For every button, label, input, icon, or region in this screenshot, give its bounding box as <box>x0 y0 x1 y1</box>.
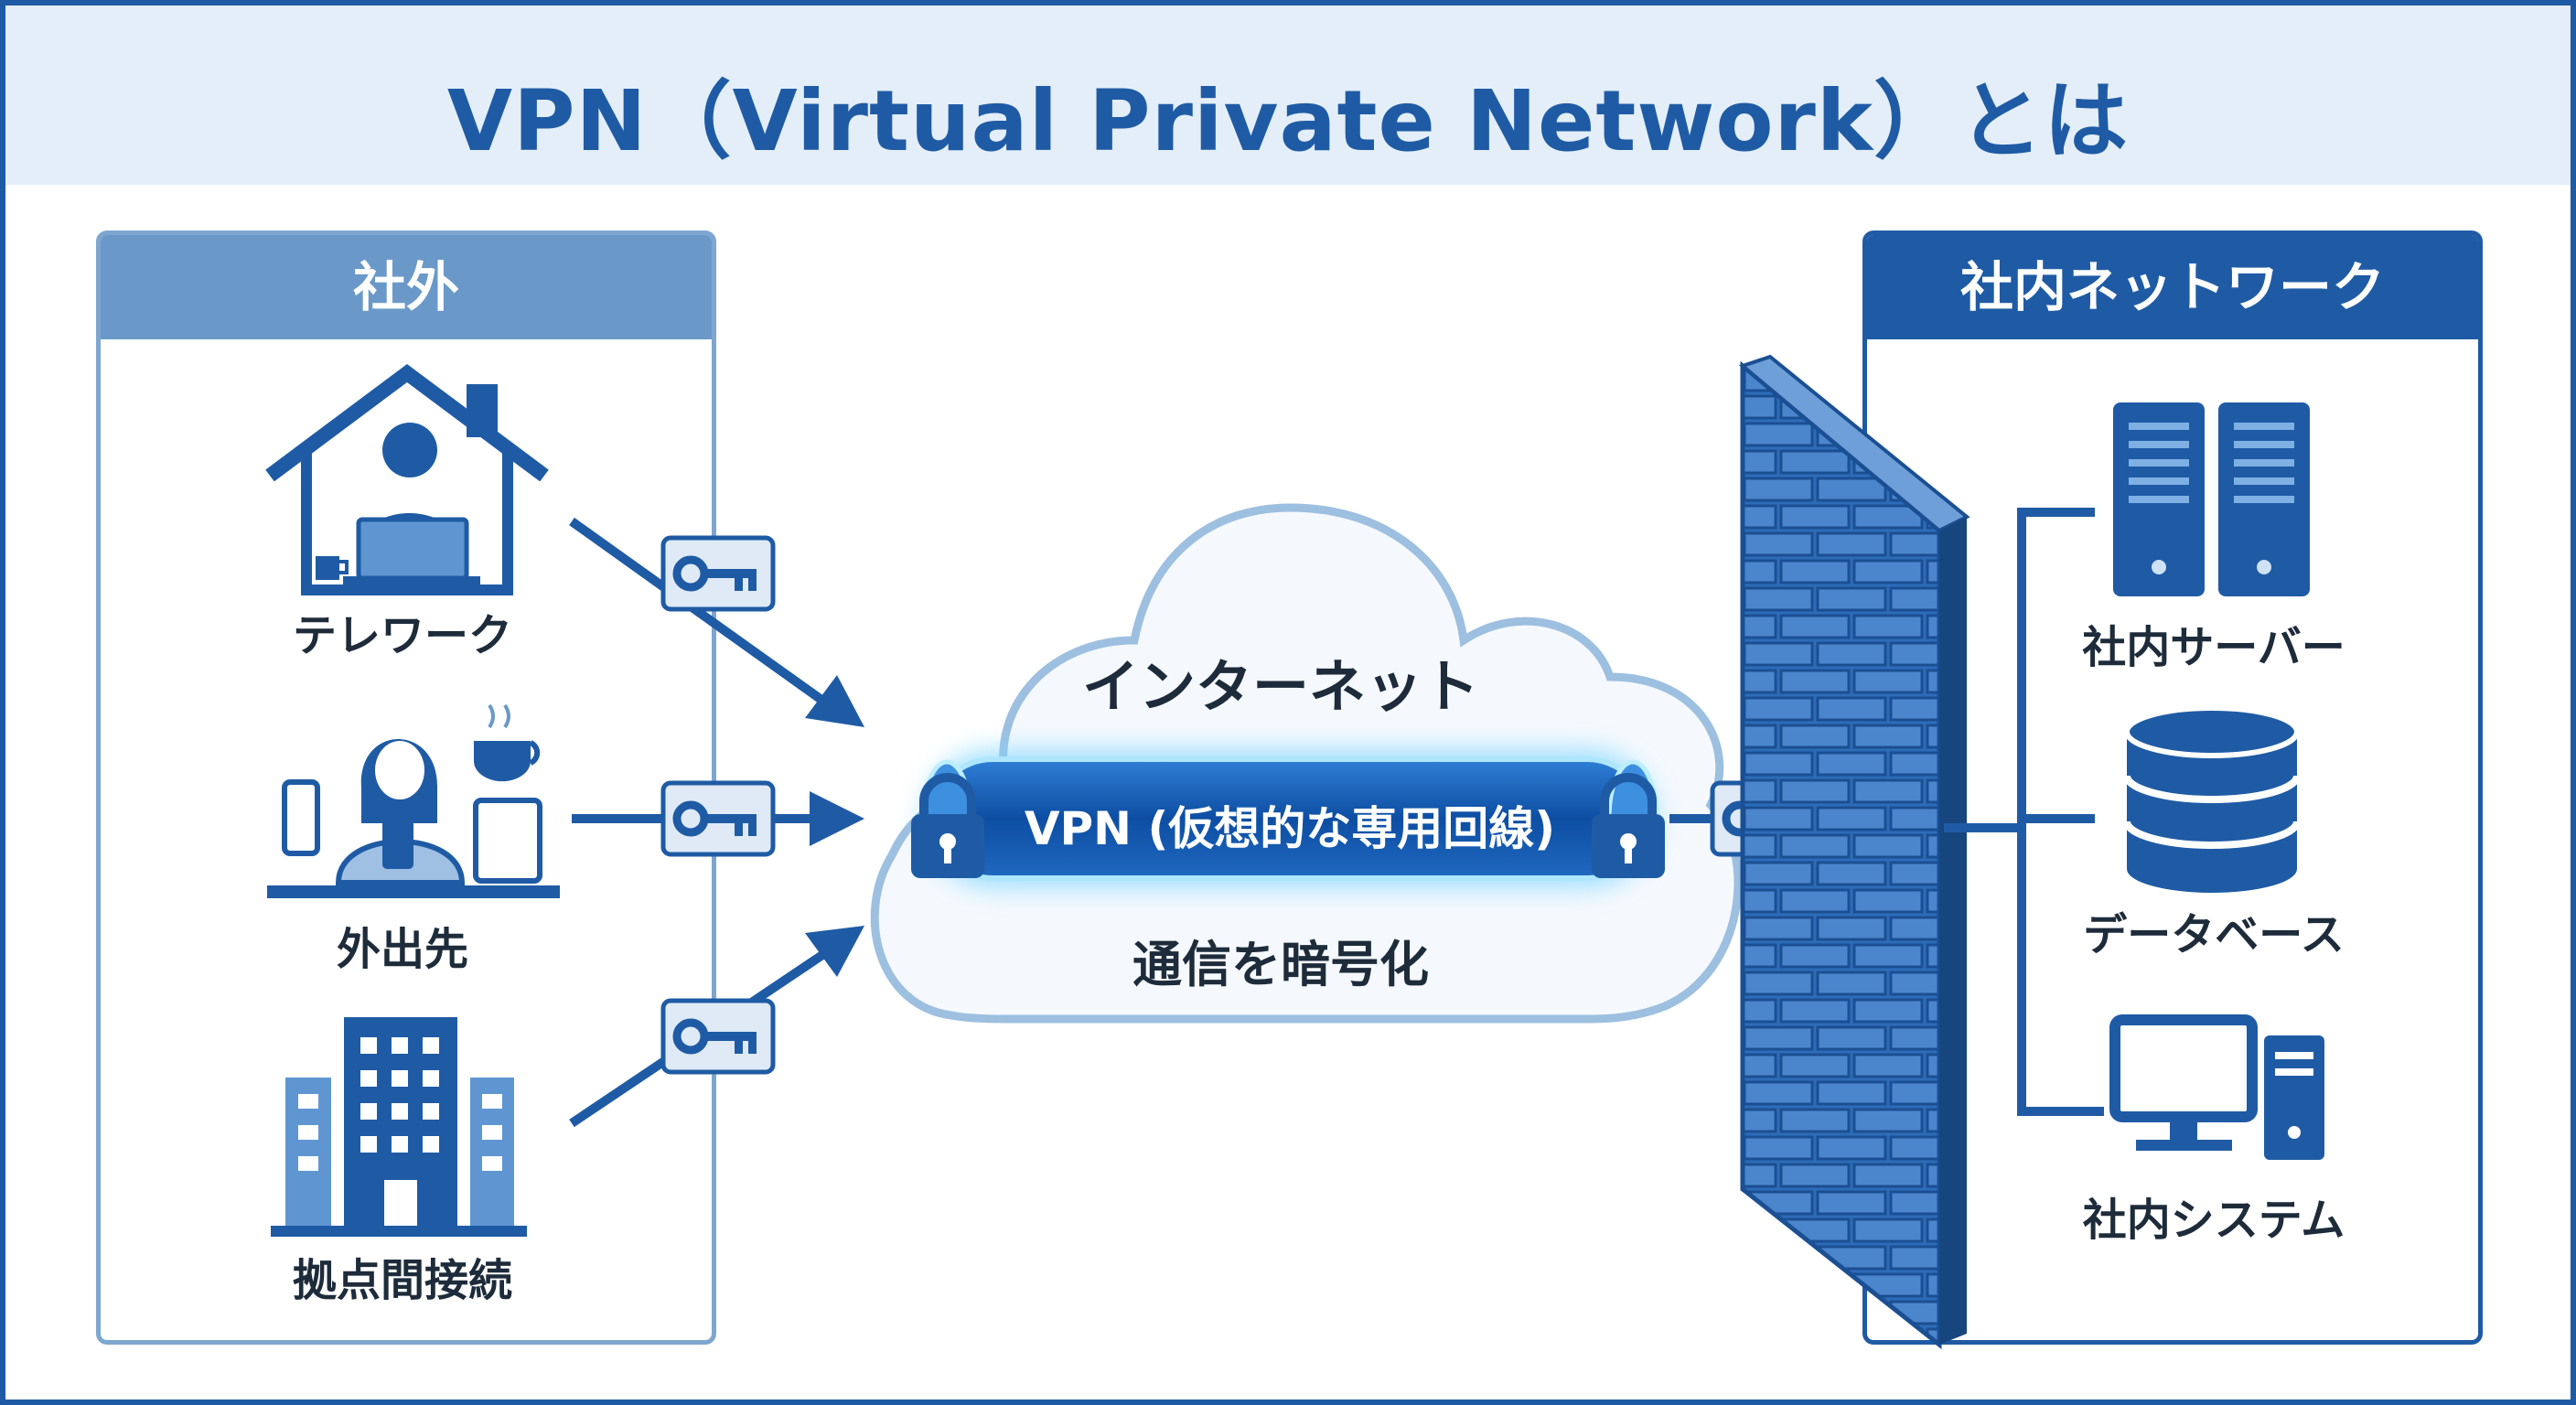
server-icon <box>2113 402 2310 596</box>
vpn-tunnel-label: VPN (仮想的な専用回線) <box>1024 802 1556 855</box>
mobile-label: 外出先 <box>336 924 468 975</box>
lock-icon <box>911 773 984 878</box>
key-icon <box>660 998 776 1075</box>
title-band: VPN（Virtual Private Network）とは <box>5 5 2571 185</box>
internal-server-label: 社内サーバー <box>2082 622 2345 673</box>
key-icon <box>660 535 776 612</box>
internal-system-label: 社内システム <box>2082 1195 2345 1246</box>
home-worker-icon <box>265 364 549 595</box>
network-bracket <box>2017 508 2104 1116</box>
mobile-worker-icon <box>267 703 560 898</box>
firewall-icon <box>1738 354 1970 1350</box>
vpn-tunnel <box>920 750 1659 887</box>
page-title: VPN（Virtual Private Network）とは <box>446 72 2130 170</box>
office-building-icon <box>271 1017 527 1237</box>
database-icon <box>2123 705 2301 893</box>
internal-network-panel-header: 社内ネットワーク <box>1867 235 2478 339</box>
computer-icon <box>2109 1014 2324 1160</box>
telework-label: テレワーク <box>292 610 512 661</box>
lock-icon <box>1592 773 1665 878</box>
arrow-icon <box>569 517 864 727</box>
branch-connection-label: 拠点間接続 <box>292 1255 512 1306</box>
internet-label: インターネット <box>1081 653 1479 720</box>
database-label: データベース <box>2083 909 2345 960</box>
outside-panel-header: 社外 <box>101 235 712 339</box>
key-icon <box>660 780 776 857</box>
encryption-caption: 通信を暗号化 <box>1132 936 1429 993</box>
